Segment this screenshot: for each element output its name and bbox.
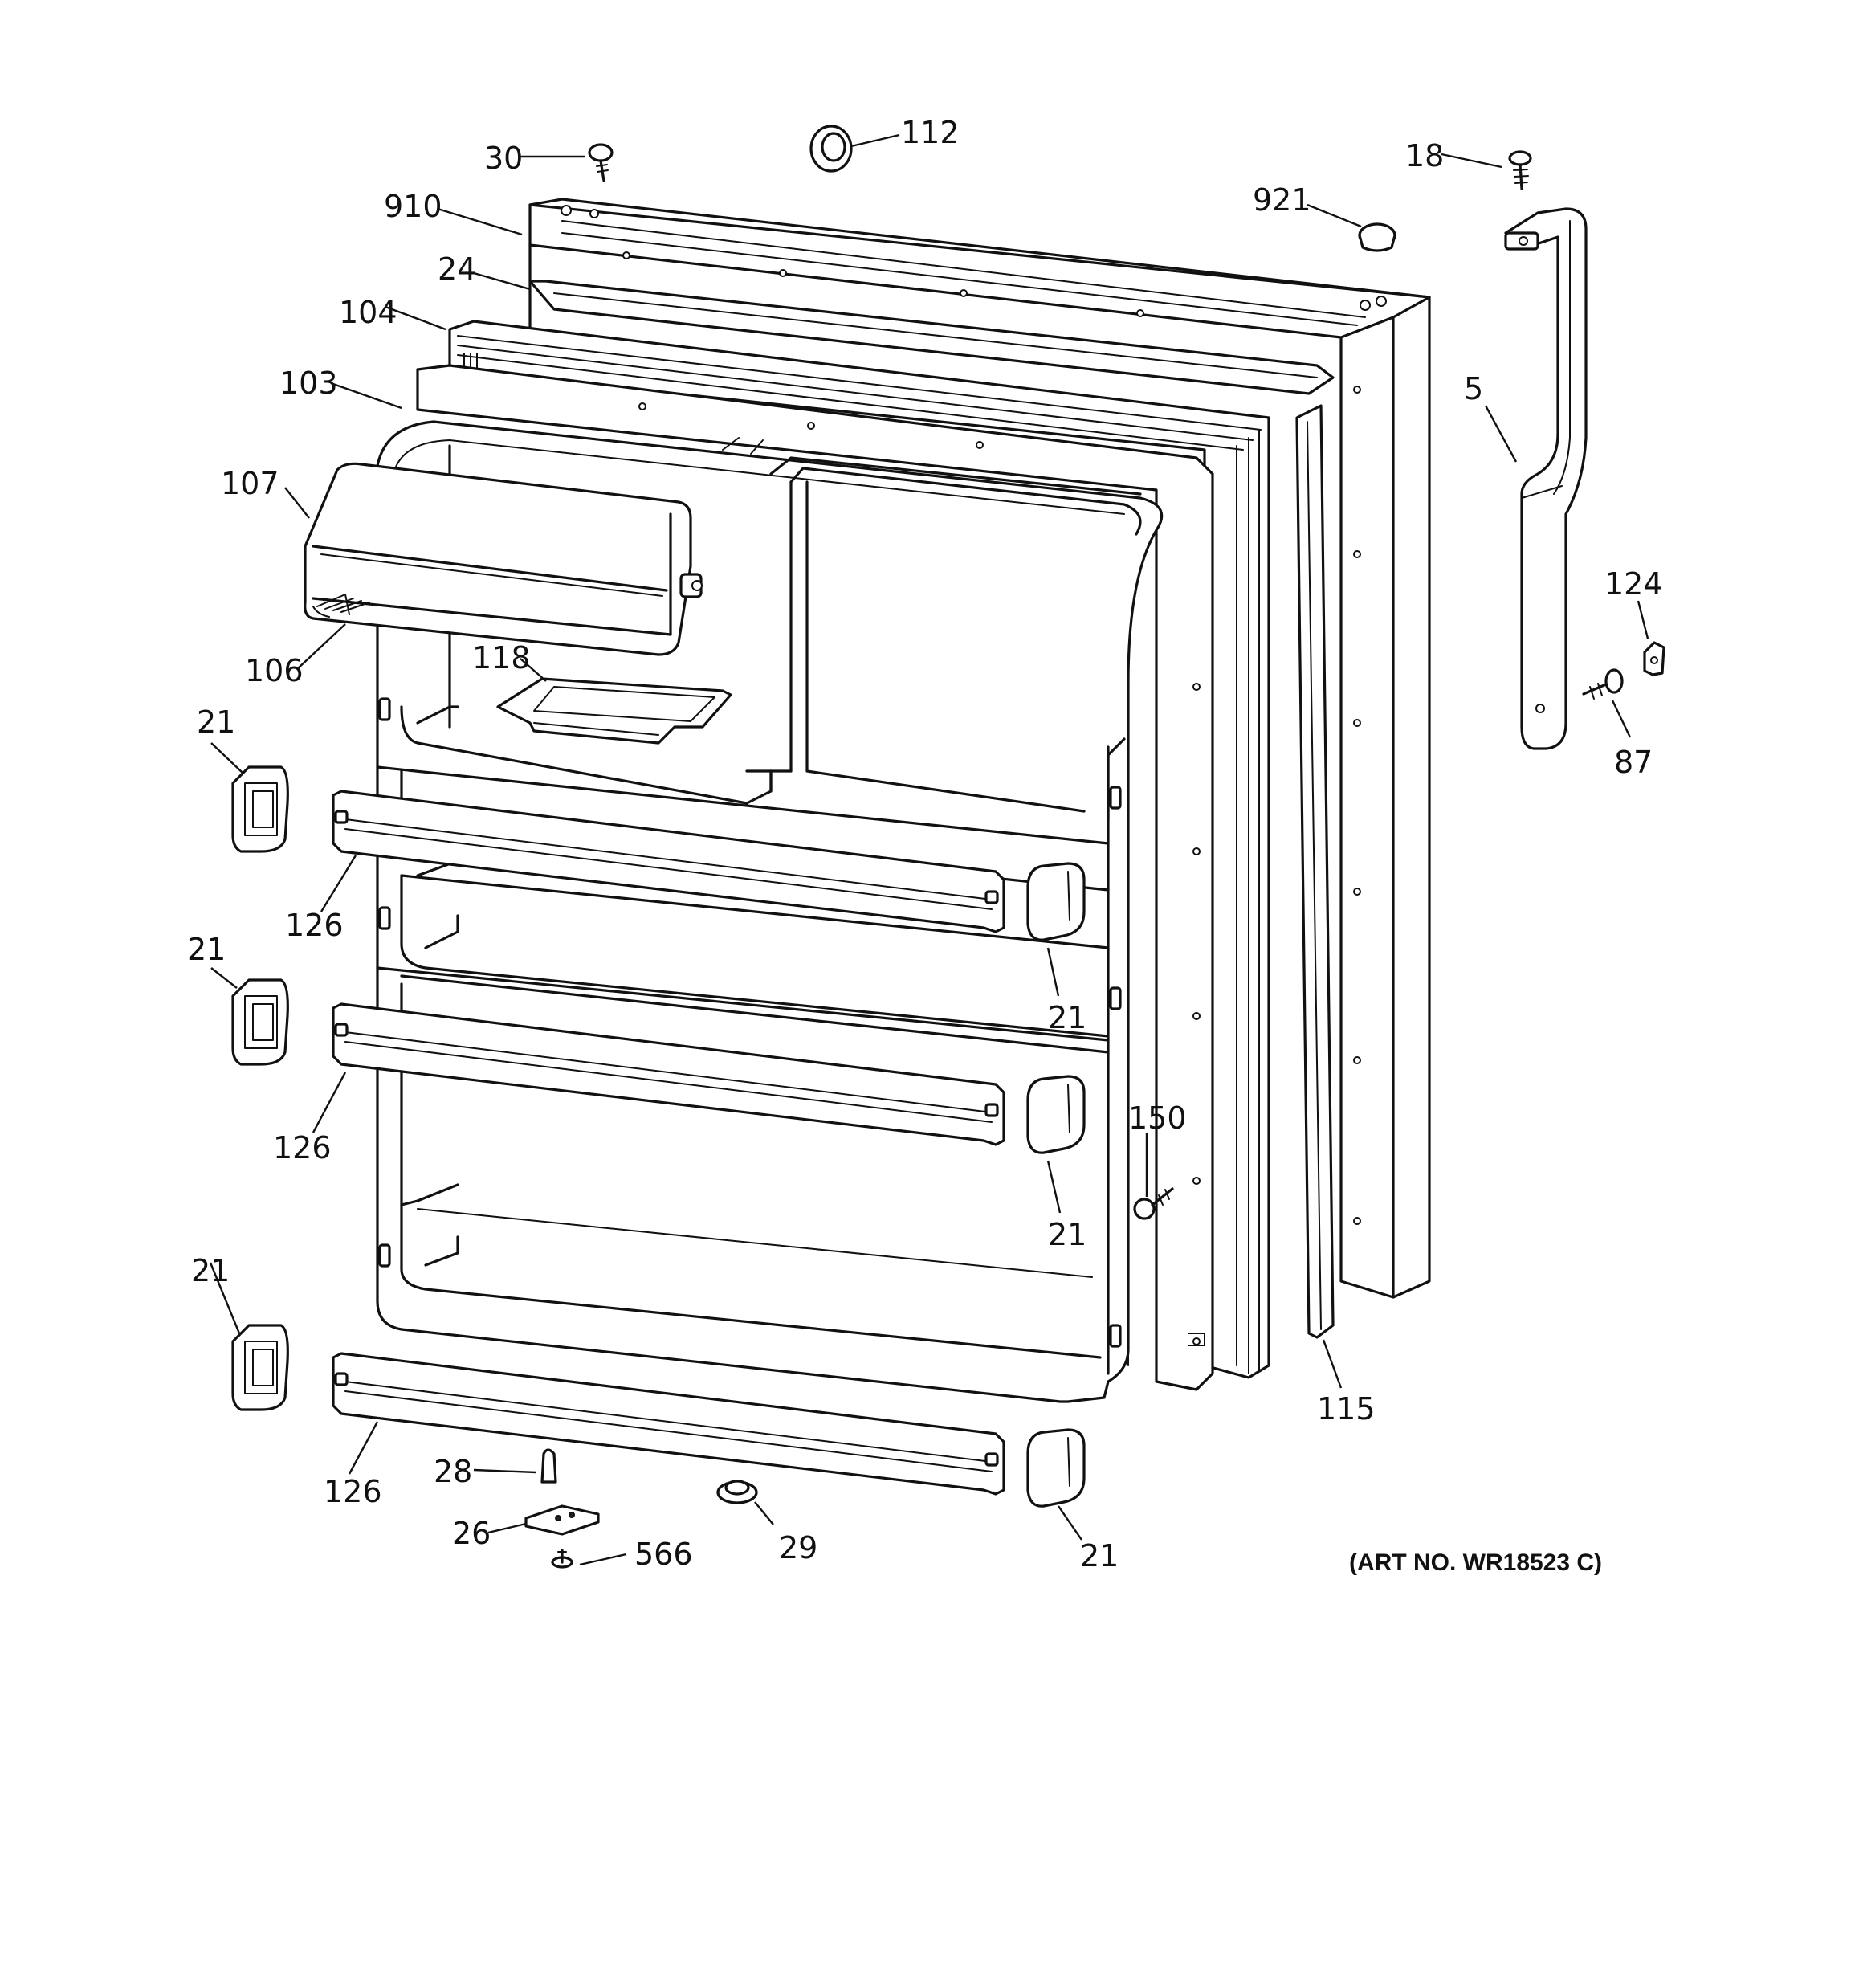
pin-28 [540,1448,557,1484]
callout-5: 5 [1464,371,1483,406]
shelf-end-cap-right-3 [1026,1428,1086,1508]
callout-104: 104 [339,295,397,330]
callout-30: 30 [484,141,523,176]
callout-150: 150 [1128,1100,1187,1136]
callout-26: 26 [452,1516,491,1551]
callout-24: 24 [438,251,476,287]
shelf-end-cap-left-3 [231,1324,289,1411]
door-shelf-bar-middle [332,1002,1005,1146]
shelf-end-cap-right-2 [1026,1075,1086,1154]
callout-107: 107 [221,466,279,501]
screw-150 [1133,1187,1174,1220]
door-shelf-bar-upper [332,790,1005,933]
screw-30 [588,143,614,182]
callout-21-right-1: 21 [1048,1000,1086,1035]
callout-124: 124 [1604,566,1663,602]
callout-921: 921 [1253,182,1311,218]
callout-106: 106 [245,653,304,688]
breaker-strip-frame [416,364,1214,1391]
callout-labels: 30 112 18 910 921 24 104 103 5 107 124 1… [187,115,1663,1576]
door-liner [376,420,1164,1403]
callout-115: 115 [1317,1391,1376,1427]
plug-112 [809,125,853,173]
door-shelf-bar-lower [332,1352,1005,1496]
callout-87: 87 [1614,745,1653,780]
callout-29: 29 [779,1530,817,1565]
screw-87 [1582,668,1624,700]
callout-21-left-3: 21 [191,1253,230,1288]
dairy-compartment-door [304,462,703,656]
bracket-26 [524,1504,600,1536]
callout-126-middle: 126 [273,1130,332,1165]
screw-566 [551,1549,573,1569]
callout-566: 566 [634,1537,693,1572]
door-gasket-strip [528,280,1335,395]
callout-28: 28 [434,1454,472,1489]
art-number: (ART NO. WR18523 C) [1349,1549,1602,1576]
grommet-29 [716,1480,758,1504]
callout-21-right-2: 21 [1048,1217,1086,1252]
butter-tray [496,677,732,745]
callout-21-right-3: 21 [1080,1538,1119,1574]
callout-910: 910 [384,189,442,224]
callout-103: 103 [279,365,338,401]
shelf-end-cap-right-1 [1026,862,1086,941]
callout-126-upper: 126 [285,908,344,943]
clip-124 [1643,641,1665,676]
shelf-end-cap-left-1 [231,765,289,853]
callout-18: 18 [1405,138,1444,173]
callout-112: 112 [901,115,960,150]
vertical-trim-strip [1295,404,1335,1339]
callout-118: 118 [472,640,531,676]
leader-lines [209,133,1649,1566]
screw-18 [1508,150,1532,190]
shelf-end-cap-left-2 [231,978,289,1066]
callout-21-left-2: 21 [187,932,226,967]
plug-921 [1358,222,1396,252]
callout-21-left-1: 21 [197,704,235,740]
callout-126-lower: 126 [324,1474,382,1509]
door-handle [1504,207,1588,750]
